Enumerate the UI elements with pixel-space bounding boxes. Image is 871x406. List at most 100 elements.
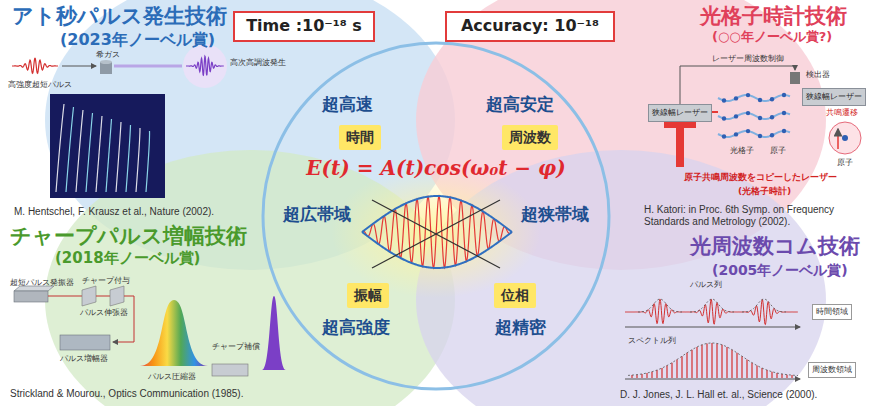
transition-arrow [837,129,839,149]
beam-line [48,296,82,297]
lattice-atom [770,115,774,119]
cross-line [372,200,500,268]
atom-dot [842,135,848,141]
gas-jet-top [100,60,112,64]
comb-line [651,372,652,378]
comb-envelope [628,343,798,376]
spectrum-plot [50,94,165,198]
wave-formula: E(t) = A(t)cos(ω₀t − φ) [306,157,565,180]
property-word: 超高速 [322,95,373,115]
lattice-atom [746,111,750,115]
detector-symbol [790,72,800,84]
comb-line [631,375,632,378]
lattice-atom [782,93,786,97]
comb-line [741,356,742,378]
harmonic-streak [86,113,93,192]
carrier-wave [362,196,512,268]
center-circle: 超高速超高安定E(t) = A(t)cos(ω₀t − φ)超広帯域超狭帯域超高… [261,41,611,391]
lattice-atom [722,116,726,120]
laser-box: 狭線幅レーザー [802,88,866,106]
pulse-envelope [638,299,682,312]
comb-line [716,343,717,378]
comb-line [706,343,707,378]
comb-line [781,374,782,378]
illustration-label: レーザー周波数制御 [712,54,784,63]
comb-line [711,343,712,378]
illustration-label: 原子 [837,158,853,167]
lattice-atom [770,97,774,101]
comb-line [786,375,787,378]
box-text: Time :10⁻¹⁸ s [246,17,362,35]
harmonic-streak [66,107,74,192]
lattice-atom [782,111,786,115]
domain-box: 時間領域 [812,304,852,320]
harmonic-streak [126,125,131,192]
lattice-atom [734,96,738,100]
lattice-atom [758,98,762,102]
illustration-label: 原子共鳴周波数をコピーしたレーザー [684,172,837,182]
section-heading: チャープパルス増幅技術 [10,224,247,248]
box-text: 振幅 [354,287,382,303]
accuracy-box: Accuracy: 10⁻¹⁸ [445,11,615,42]
box-text: 位相 [501,287,529,303]
comb-line [636,375,637,378]
comb-line [751,363,752,378]
citation: M. Hentschel, F. Krausz et al., Nature (… [14,206,214,218]
comb-line [756,366,757,378]
cross-line [372,200,500,268]
atom-circle [829,122,861,154]
citation: D. J. Jones, J. L. Hall et. al., Science… [620,389,817,401]
section-heading: 光周波数コム技術 [690,234,860,258]
comb-line [721,345,722,378]
illustration-label: (光格子時計) [738,186,791,196]
keyword-box: 周波数 [502,125,558,150]
lattice-atom [734,132,738,136]
lattice-atom [722,134,726,138]
laser-pulse [12,58,58,73]
lattice-atom [758,116,762,120]
comb-line [791,375,792,378]
domain-box: 周波数領域 [808,362,856,378]
pulse-envelope [742,299,786,312]
comb-line [736,353,737,378]
beam-line [113,296,134,342]
box-text: 狭線幅レーザー [806,92,862,101]
box-text: Accuracy: 10⁻¹⁸ [461,17,599,35]
laser-box: 狭線幅レーザー [648,104,712,122]
comb-line [661,368,662,378]
keyword-box: 位相 [494,283,536,308]
oscillator-box [14,291,48,302]
beam-arrow [62,66,96,67]
comb-line [771,372,772,378]
box-text: 時間領域 [816,307,848,316]
box-text: 周波数 [509,129,551,145]
citation: Strickland & Mourou., Optics Communicati… [10,388,243,400]
pulse-envelope [690,299,734,312]
laser-beam [676,122,684,167]
illustration-label: 原子 [770,146,786,155]
section-heading: 光格子時計技術 [700,4,847,28]
comb-line [766,370,767,378]
harmonic-streak [116,122,121,192]
chirped-pulse [140,300,208,366]
harmonic-streak [96,116,102,192]
prize-note: (2023年ノーベル賞) [60,31,215,49]
illustration-label: チャープ付与 [82,276,130,285]
frequency-axis [625,379,800,380]
lattice-atom [722,98,726,102]
attosecond-glow [183,44,227,88]
laser-beam [712,111,718,113]
illustration-label: 検出器 [806,70,830,79]
comb-line [691,350,692,378]
illustration-label: 高強度超短パルス [8,80,72,89]
harmonic-streak [56,104,64,192]
box-text: 周波数領域 [812,365,852,374]
compressor-box [212,364,248,376]
comb-line [656,370,657,378]
beam-line [96,296,110,297]
comb-line [731,350,732,378]
citation: H. Katori: in Proc. 6th Symp. on Frequen… [644,204,866,227]
grating [110,286,124,306]
comb-line [761,368,762,378]
section-heading: アト秒パルス発生技術 [12,4,227,28]
